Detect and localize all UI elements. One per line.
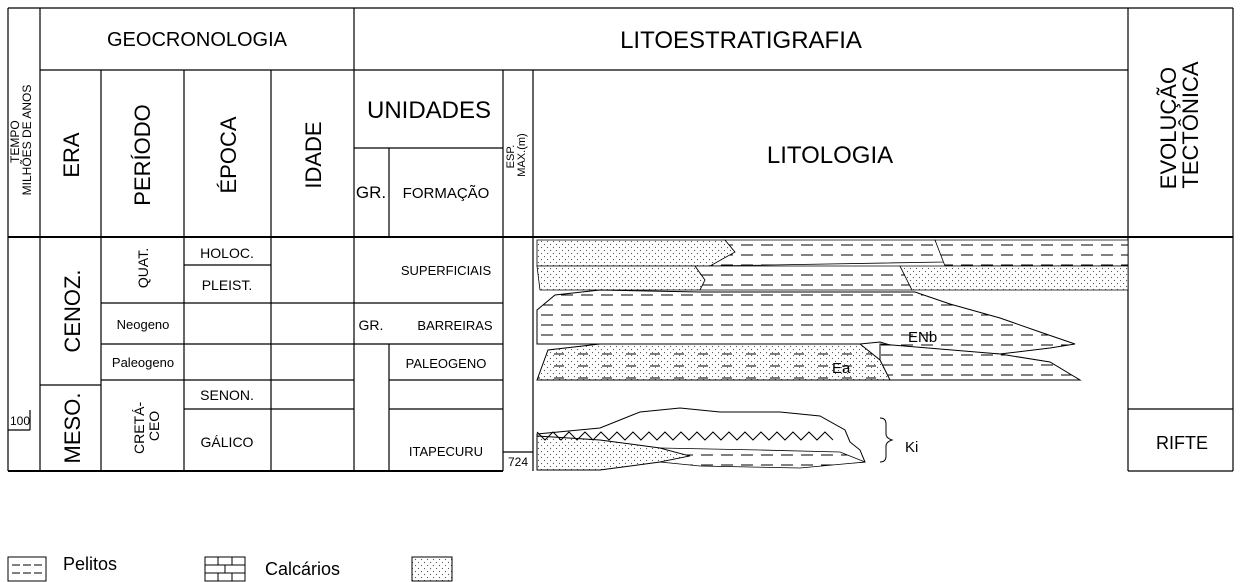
paleogene-ea	[536, 343, 891, 381]
superficiais-sand-right	[934, 239, 1129, 267]
era-mesozoic: MESO.	[60, 393, 85, 464]
itapecuru-sawtooth	[536, 431, 834, 441]
legend-sandstone-swatch	[411, 556, 453, 582]
thickness-value: 724	[508, 455, 528, 469]
formation-barreiras: BARREIRAS	[417, 318, 492, 333]
lithology-label-enb: ENb	[908, 329, 937, 346]
table-grid	[7, 7, 1234, 472]
superficiais-sand-top	[536, 239, 736, 267]
group-barreiras: GR.	[359, 317, 384, 333]
thickness-heading: ESP. MAX.(m)	[505, 133, 528, 176]
ki-brace	[879, 417, 894, 463]
formation-itapecuru: ITAPECURU	[409, 444, 483, 459]
period-quaternary: QUAT.	[135, 248, 151, 288]
legend-pelitos-label: Pelitos	[63, 554, 118, 574]
lithology-label-ea: Ea	[832, 360, 851, 377]
time-label: TEMPO MILHÕES DE ANOS	[8, 85, 34, 196]
lithology-column	[536, 239, 1129, 471]
unidades-heading: UNIDADES	[367, 97, 491, 124]
group-column-heading: GR.	[356, 183, 386, 202]
epoch-pleistocene: PLEIST.	[202, 277, 253, 293]
superficiais-sand-right2	[899, 265, 1129, 291]
litologia-heading: LITOLOGIA	[767, 142, 893, 169]
period-cretaceous: CRETÁ- CEO	[131, 398, 162, 454]
period-neogene: Neogeno	[117, 317, 170, 332]
lithology-label-ki: Ki	[905, 439, 918, 456]
epoch-holocene: HOLOC.	[200, 245, 254, 261]
formation-superficiais: SUPERFICIAIS	[401, 263, 492, 278]
legend-calcarios-label: Calcários	[265, 559, 341, 579]
superficiais-pelite-mid	[694, 265, 913, 291]
epoch-gallic: GÁLICO	[201, 434, 254, 450]
epoch-senonian: SENON.	[200, 387, 254, 403]
era-cenozoic: CENOZ.	[60, 269, 85, 352]
epoca-heading: ÉPOCA	[216, 116, 241, 193]
itapecuru-pelite-lower	[659, 447, 866, 469]
period-paleogene: Paleogeno	[112, 355, 174, 370]
idade-heading: IDADE	[301, 121, 326, 188]
geocronologia-heading: GEOCRONOLOGIA	[107, 29, 288, 51]
time-marker-100: 100	[10, 414, 30, 428]
evolucao-heading: EVOLUÇÃO TECTÔNICA	[1156, 61, 1203, 189]
tectonic-rifte: RIFTE	[1156, 433, 1208, 453]
era-heading: ERA	[59, 132, 84, 178]
legend-calcarios-swatch	[204, 556, 246, 582]
formation-paleogeno: PALEOGENO	[406, 356, 487, 371]
litoestratigrafia-heading: LITOESTRATIGRAFIA	[620, 27, 862, 54]
periodo-heading: PERÍODO	[130, 104, 155, 205]
superficiais-pelite-top	[709, 239, 946, 267]
superficiais-sand-mid	[536, 265, 706, 291]
formation-column-heading: FORMAÇÃO	[403, 185, 490, 202]
legend-pelitos-swatch	[7, 556, 47, 582]
